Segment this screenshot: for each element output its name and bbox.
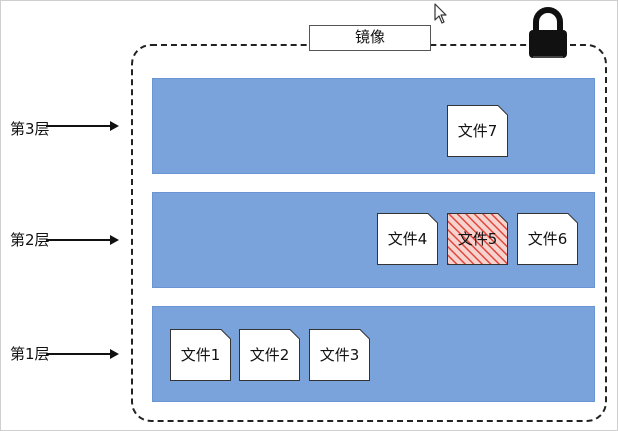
arrow-icon xyxy=(46,235,119,245)
file-3: 文件3 xyxy=(309,329,370,381)
file-5-highlighted: 文件5 xyxy=(447,213,508,265)
file-label: 文件3 xyxy=(319,346,360,364)
layer-label-3: 第3层 xyxy=(10,120,50,138)
layer-label-1: 第1层 xyxy=(10,345,50,363)
file-6: 文件6 xyxy=(517,213,578,265)
file-label: 文件7 xyxy=(457,122,498,140)
layer-label-2: 第2层 xyxy=(10,231,50,249)
file-label: 文件6 xyxy=(527,230,568,248)
image-title: 镜像 xyxy=(309,25,431,51)
arrow-icon xyxy=(46,349,119,359)
file-1: 文件1 xyxy=(170,329,231,381)
lock-icon xyxy=(529,7,567,58)
file-4: 文件4 xyxy=(377,213,438,265)
file-label: 文件1 xyxy=(180,346,221,364)
arrow-icon xyxy=(46,121,119,131)
file-label: 文件4 xyxy=(387,230,428,248)
file-label: 文件2 xyxy=(249,346,290,364)
file-7: 文件7 xyxy=(447,105,508,157)
file-2: 文件2 xyxy=(239,329,300,381)
file-label: 文件5 xyxy=(457,230,498,248)
layer-3 xyxy=(152,78,595,174)
mouse-cursor-icon xyxy=(434,3,447,24)
